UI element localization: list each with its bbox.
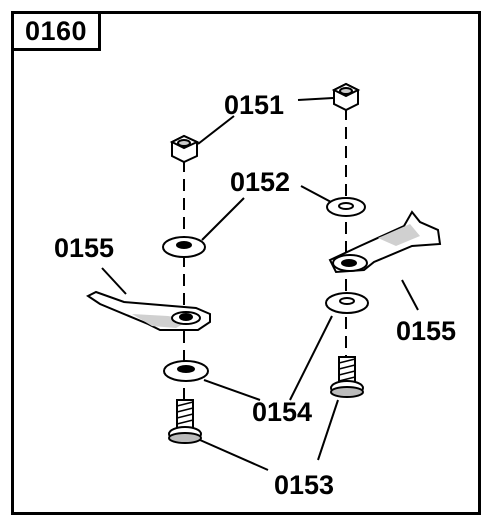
diagram-id: 0160 [11, 11, 101, 51]
hex-nut-left [169, 134, 200, 164]
leader-0151-left [197, 115, 235, 145]
label-0154: 0154 [252, 397, 312, 427]
label-0151: 0151 [224, 90, 284, 120]
diagram-frame [11, 11, 481, 515]
hex-nut-right [331, 82, 361, 112]
blade-left [86, 290, 211, 331]
label-0152: 0152 [230, 167, 290, 197]
label-0155-left: 0155 [54, 233, 114, 263]
washer-left [162, 236, 206, 258]
leader-0155-right [401, 279, 419, 311]
leader-0151-right [297, 97, 334, 101]
leader-0154-right [289, 315, 333, 401]
leader-0152-left [201, 197, 245, 241]
leader-0153-right [317, 399, 339, 461]
leader-0155-left [101, 267, 127, 295]
washer-right [326, 197, 366, 217]
leader-0153-left [199, 439, 269, 471]
label-0153: 0153 [274, 470, 334, 500]
leader-0152-right [300, 185, 332, 203]
bolt-left [168, 399, 202, 444]
label-0155-right: 0155 [396, 316, 456, 346]
spacer-washer-right [325, 292, 369, 314]
blade-right [328, 210, 442, 274]
leader-0154-left [203, 379, 261, 401]
bolt-right [330, 356, 364, 398]
spacer-washer-left [163, 360, 209, 382]
